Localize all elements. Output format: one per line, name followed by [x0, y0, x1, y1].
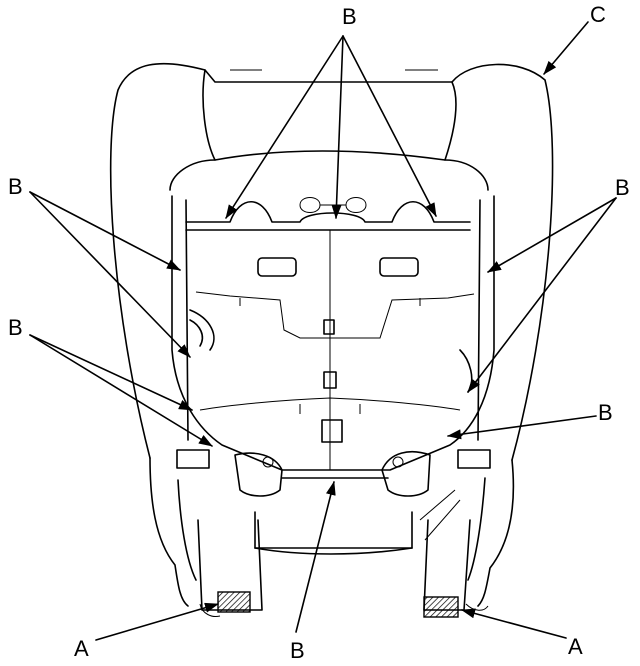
callout-b-mid-right: B: [598, 400, 613, 425]
seat-back-cushion: [109, 62, 554, 607]
callout-b-upper-left: B: [8, 174, 23, 199]
seat-back-mount-left: [197, 519, 263, 617]
callout-a-right: A: [568, 634, 583, 659]
callout-b-top: B: [342, 4, 357, 29]
callout-a-left: A: [74, 636, 89, 661]
callout-b-bottom: B: [290, 638, 305, 663]
callout-b-upper-right: B: [615, 175, 630, 200]
seat-back-mount-right: [423, 519, 489, 618]
seat-frame: [171, 195, 495, 541]
callout-leaders: [29, 21, 617, 641]
callout-c-top-right: C: [590, 2, 606, 27]
callout-b-mid-left: B: [8, 315, 23, 340]
